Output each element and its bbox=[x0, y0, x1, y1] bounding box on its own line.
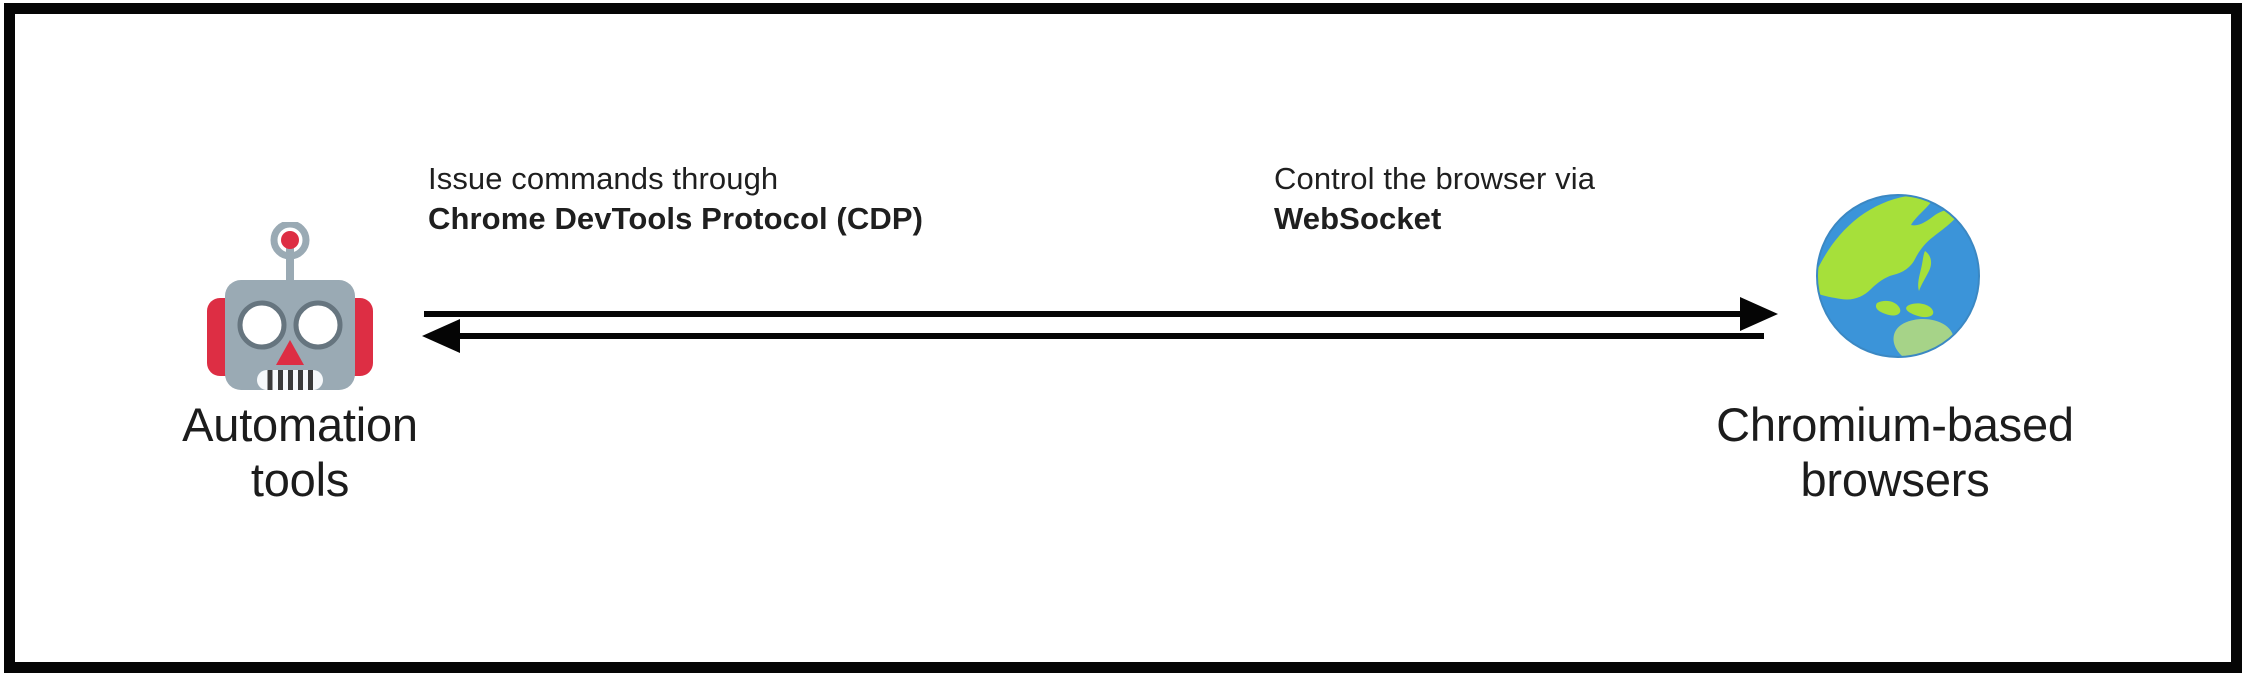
node-automation-label: Automation tools bbox=[140, 397, 460, 507]
node-automation-label-line1: Automation bbox=[182, 398, 418, 451]
caption-commands-line2: Chrome DevTools Protocol (CDP) bbox=[428, 201, 924, 236]
caption-control-line2: WebSocket bbox=[1274, 201, 1442, 236]
arrow-left bbox=[422, 319, 1764, 353]
node-automation-label-line2: tools bbox=[250, 453, 350, 506]
caption-control-line1: Control the browser via bbox=[1274, 161, 1596, 196]
robot-icon bbox=[205, 222, 375, 390]
caption-commands-line1: Issue commands through bbox=[428, 161, 779, 196]
node-chromium-browsers: Chromium-based browsers bbox=[1716, 190, 2074, 506]
arrow-right bbox=[424, 297, 1778, 331]
node-browsers-label-line2: browsers bbox=[1800, 453, 1990, 506]
bidirectional-arrows bbox=[410, 295, 1790, 355]
node-automation-tools: Automation tools bbox=[150, 222, 450, 506]
globe-asia-icon bbox=[1815, 193, 1981, 359]
node-browsers-label: Chromium-based browsers bbox=[1680, 397, 2110, 507]
node-browsers-label-line1: Chromium-based bbox=[1716, 398, 2074, 451]
caption-commands-edge: Issue commands through Chrome DevTools P… bbox=[428, 159, 923, 239]
caption-control-edge: Control the browser via WebSocket bbox=[1274, 159, 1595, 239]
